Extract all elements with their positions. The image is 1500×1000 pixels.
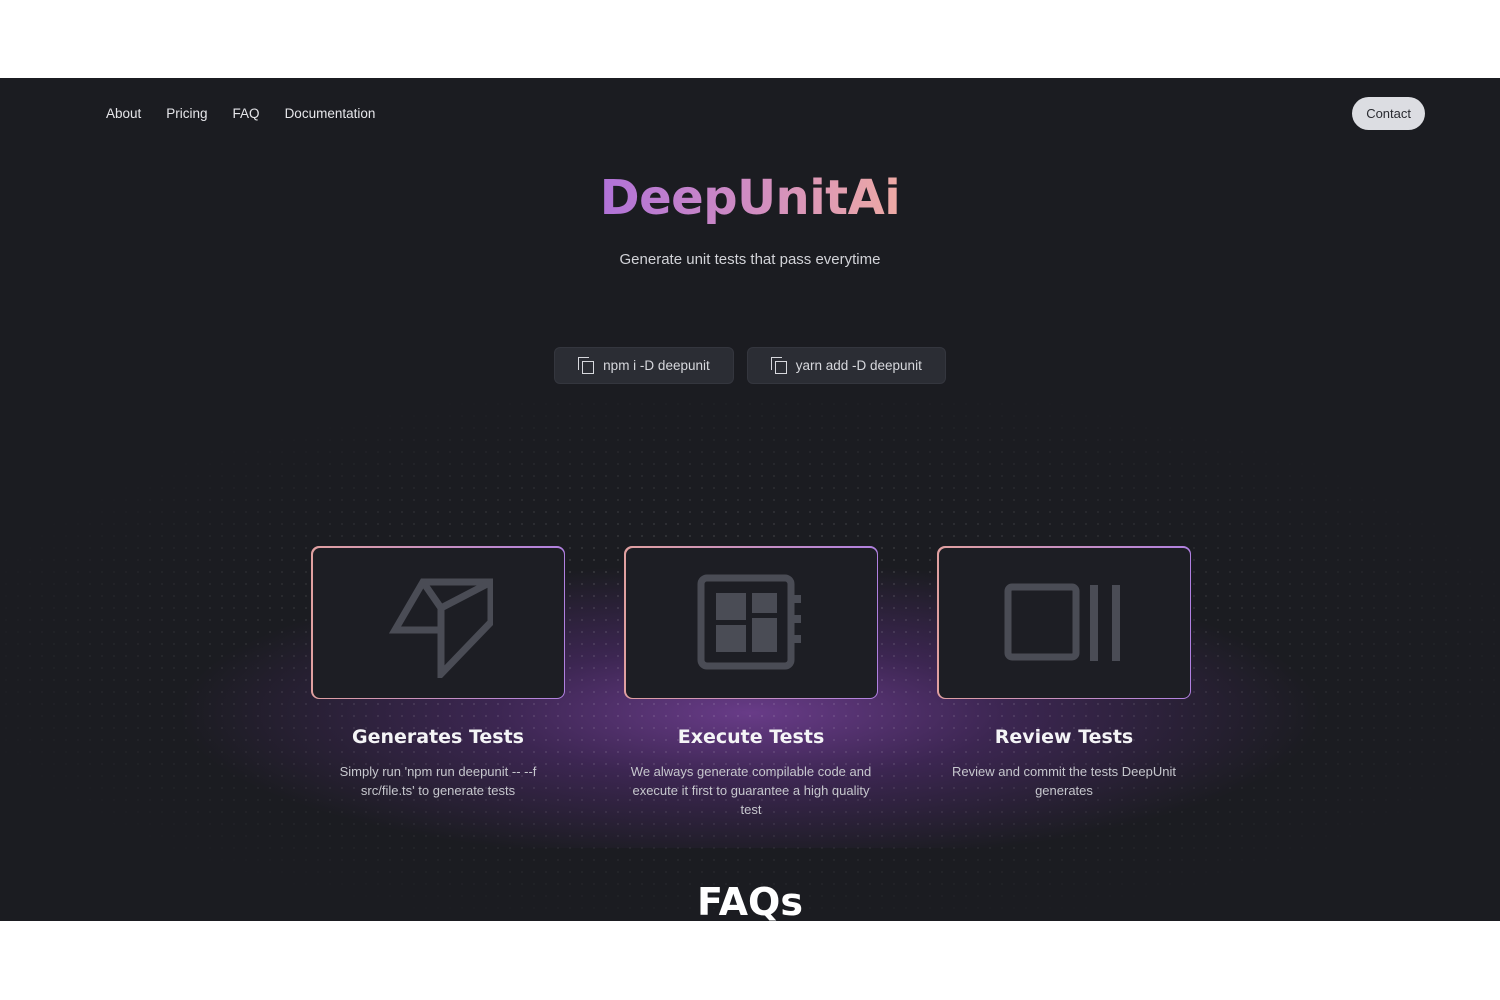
feature-card-generate: Generates Tests Simply run 'npm run deep… [311,546,565,819]
feature-title: Review Tests [994,726,1134,748]
faq-heading: FAQs [697,880,803,921]
feature-card-image [312,547,564,698]
copy-icon [770,357,788,374]
feature-card-frame [311,546,565,699]
feature-description: Simply run 'npm run deepunit -- --f src/… [339,764,537,798]
arrow-icon [388,578,493,678]
install-commands: npm i -D deepunit yarn add -D deepunit [0,347,1500,384]
feature-description: Review and commit the tests DeepUnit gen… [952,764,1176,798]
hero-title-text: DeepUnitAi [599,170,901,226]
nav-link-about[interactable]: About [106,105,142,121]
top-nav: About Pricing FAQ Documentation Contact [106,95,1425,131]
feature-title: Execute Tests [677,726,825,748]
copy-icon [578,357,595,374]
feature-card-review: Review Tests Review and commit the tests… [937,546,1191,819]
hero-subtitle: Generate unit tests that pass everytime [619,251,881,268]
nav-link-faq[interactable]: FAQ [232,105,260,121]
contact-button[interactable]: Contact [1352,96,1425,130]
feature-cards: Generates Tests Simply run 'npm run deep… [311,546,1191,819]
feature-card-frame [937,546,1191,699]
hero-title: DeepUnitAi [0,170,1500,226]
feature-description: We always generate compilable code and e… [630,764,872,817]
chip-icon [697,574,801,669]
yarn-install-button[interactable]: yarn add -D deepunit [746,347,946,384]
yarn-install-command: yarn add -D deepunit [795,358,922,373]
feature-card-execute: Execute Tests We always generate compila… [624,546,878,819]
npm-install-command: npm i -D deepunit [603,358,710,373]
feature-title: Generates Tests [351,726,524,748]
feature-card-image [625,547,877,698]
nav-link-pricing[interactable]: Pricing [166,105,208,121]
landing-page: About Pricing FAQ Documentation Contact … [0,78,1500,921]
feature-card-frame [624,546,878,699]
nav-link-documentation[interactable]: Documentation [284,105,376,121]
npm-install-button[interactable]: npm i -D deepunit [554,347,734,384]
feature-card-image [938,547,1190,698]
review-icon [1004,583,1120,661]
nav-links: About Pricing FAQ Documentation [106,106,375,121]
